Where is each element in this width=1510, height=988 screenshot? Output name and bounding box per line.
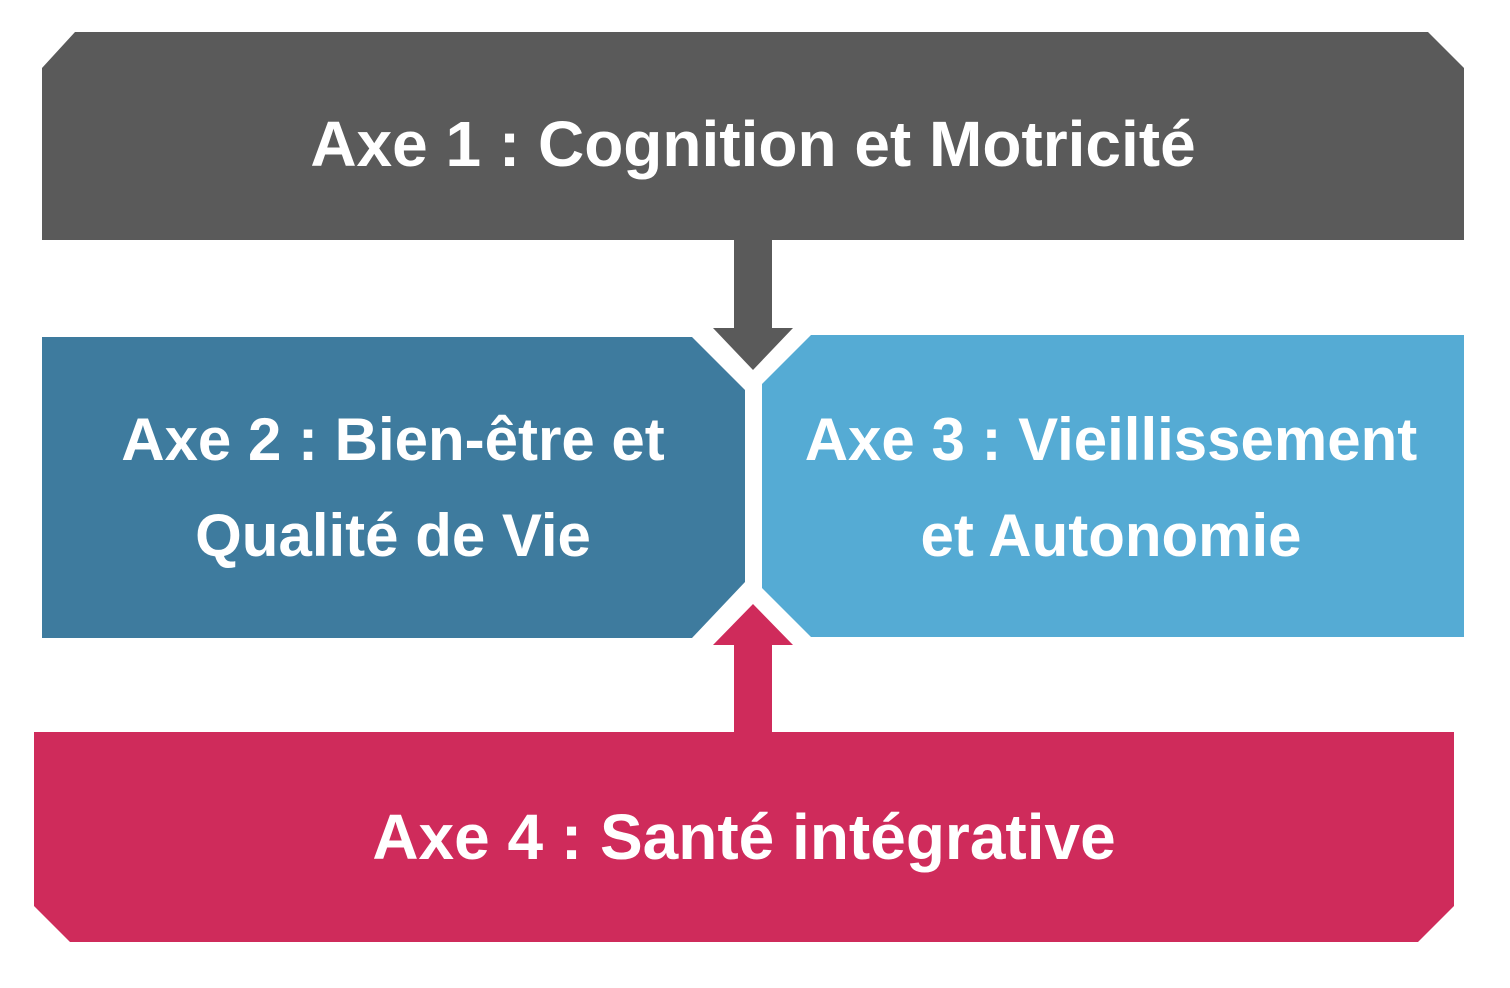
axe-3-label-line-2: et Autonomie [920, 502, 1301, 569]
down-arrow-icon [713, 240, 793, 370]
axe-3-block: Axe 3 : Vieillissement et Autonomie [762, 335, 1464, 637]
axe-2-shape [42, 337, 745, 638]
axe-4-block: Axe 4 : Santé intégrative [34, 732, 1454, 942]
axe-2-label-line-2: Qualité de Vie [195, 502, 591, 569]
axe-2-block: Axe 2 : Bien-être et Qualité de Vie [42, 337, 745, 638]
axe-4-shape [34, 732, 1454, 942]
axe-3-label-line-1: Axe 3 : Vieillissement [805, 406, 1418, 473]
axe-4-label: Axe 4 : Santé intégrative [372, 801, 1115, 873]
up-arrow-icon [713, 604, 793, 732]
axe-1-block: Axe 1 : Cognition et Motricité [42, 32, 1464, 240]
axe-1-label: Axe 1 : Cognition et Motricité [310, 108, 1195, 180]
axe-3-shape [762, 335, 1464, 637]
axe-2-label-line-1: Axe 2 : Bien-être et [121, 406, 665, 473]
axe-1-shape [42, 32, 1464, 240]
